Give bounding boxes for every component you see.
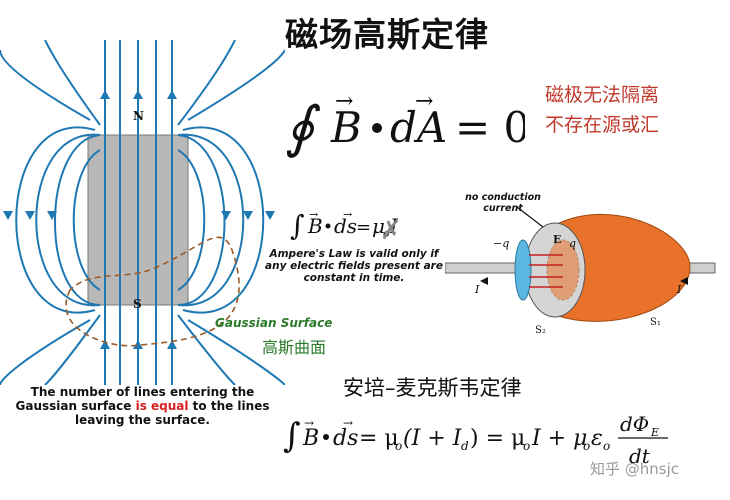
svg-text:o: o [383,227,390,240]
caption-part1: The number of lines entering the Gaussia… [15,385,255,413]
svg-text:dt: dt [629,444,651,468]
svg-text:B: B [307,214,323,238]
field-label: E [553,233,561,246]
svg-text:→: → [309,208,318,221]
caption-highlight: is equal [135,399,189,413]
svg-text:→: → [415,89,433,114]
gauss-caption: The number of lines entering the Gaussia… [10,385,275,427]
note-line-2: 不存在源或汇 [545,114,660,136]
surface2-label: S₂ [535,325,546,336]
svg-text:ε: ε [591,426,603,451]
gaussian-surface-label: Gaussian Surface [215,316,333,330]
svg-text:μ: μ [372,214,385,238]
surface1-label: S₁ [650,317,661,328]
svg-text:ds: ds [333,426,358,451]
svg-text:I + μ: I + μ [531,426,587,451]
svg-text:) = μ: ) = μ [470,426,525,451]
svg-text:(I + I: (I + I [403,426,463,451]
svg-text:→: → [335,89,353,114]
svg-text:= μ: = μ [359,426,399,451]
note-line-1: 磁极无法隔离 [545,84,660,106]
capacitor-diagram: I I −q q E S₂ S₁ [445,206,716,336]
caption-part2: to the lines leaving the surface. [75,399,270,427]
svg-text:o: o [523,439,530,453]
svg-text:dA: dA [390,103,447,152]
current-left-label: I [474,283,480,296]
svg-text:E: E [650,426,659,439]
no-conduction-label: no conduction current [465,192,541,214]
svg-text:=: = [356,217,371,238]
north-pole-label: N [133,109,144,123]
svg-text:o: o [603,439,610,453]
svg-text:→: → [343,416,353,430]
gauss-magnetism-equation: ∮ B → dA → = 0 [285,89,525,160]
note-poles: 磁极无法隔离 不存在源或汇 [545,80,715,140]
positive-charge-label: q [569,237,576,250]
svg-text:∫: ∫ [283,416,301,456]
svg-text:o: o [395,439,402,453]
svg-text:→: → [343,208,352,221]
svg-text:→: → [304,416,314,430]
ampere-maxwell-equation: ∫ B → ds → = μ o (I + I d ) = μ o I + μ … [283,412,668,468]
svg-text:dΦ: dΦ [620,412,649,436]
south-pole-label: S [133,297,142,311]
svg-text:ds: ds [334,214,357,238]
svg-text:I: I [389,214,399,238]
svg-text:d: d [461,439,469,453]
svg-text:∫: ∫ [290,209,305,242]
gaussian-surface-outline [65,236,240,347]
ampere-maxwell-title: 安培–麦克斯韦定律 [343,376,522,400]
page-title: 磁场高斯定律 [285,15,489,54]
current-right-label: I [676,283,682,296]
negative-charge-label: −q [493,237,509,250]
svg-text:B: B [302,426,319,451]
svg-text:B: B [330,103,362,152]
svg-text:✗: ✗ [380,216,402,245]
ampere-equation: ∫ B → ds → = μ o I ✗ [290,208,402,245]
svg-text:= 0: = 0 [455,103,525,152]
ampere-note: Ampere's Law is valid only if any electr… [265,248,443,284]
svg-text:∮: ∮ [285,95,321,160]
watermark: 知乎 @hnsjc [590,460,680,478]
magnet-field-diagram: N S [0,40,285,385]
gaussian-surface-label-cn: 高斯曲面 [262,338,327,357]
svg-text:o: o [583,439,590,453]
